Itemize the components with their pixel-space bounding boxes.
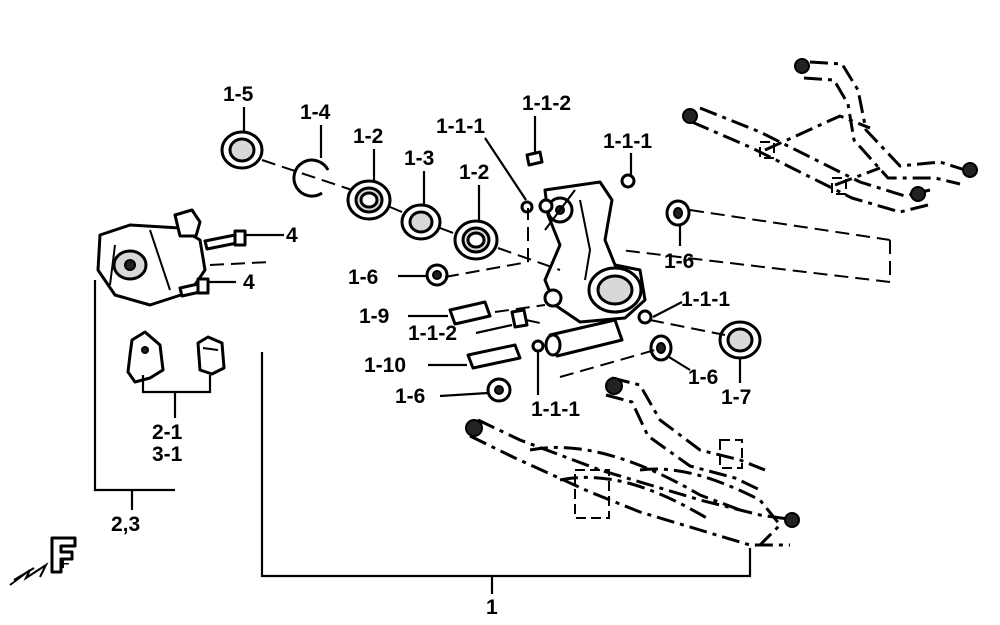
label-1-9: 1-9 <box>359 305 389 328</box>
label-1-6-a: 1-6 <box>348 266 378 289</box>
label-4-a: 4 <box>286 224 298 247</box>
part-labels: 1-5 1-4 1-2 1-3 1-2 1-1-1 1-1-2 1-1-1 4 … <box>61 83 751 619</box>
washer-b <box>538 198 554 214</box>
pin-1-10 <box>466 343 522 370</box>
label-1-10: 1-10 <box>364 354 406 377</box>
label-1-1-1-c: 1-1-1 <box>681 288 730 311</box>
label-1-5: 1-5 <box>223 83 254 106</box>
grease-nipple-top <box>525 150 544 167</box>
label-1-6-b: 1-6 <box>664 250 694 273</box>
label-2-3: 2,3 <box>111 513 140 536</box>
label-2-1: 2-1 <box>152 421 183 444</box>
washer-d <box>637 309 653 325</box>
bearing-1-2b <box>453 219 499 261</box>
label-1-6-d: 1-6 <box>688 366 718 389</box>
collar-1-6-right-top <box>665 199 691 227</box>
label-1-1-2-b: 1-1-2 <box>408 322 457 345</box>
leader-lines <box>93 107 752 594</box>
spacer-1-3 <box>400 203 442 241</box>
circlip-1-4 <box>292 158 330 198</box>
washer-c <box>620 173 636 189</box>
knuckle <box>543 180 647 324</box>
label-3-1: 3-1 <box>152 443 183 466</box>
label-1-7: 1-7 <box>721 386 751 409</box>
bolt-lower <box>178 277 210 298</box>
pin-1-9 <box>448 300 492 326</box>
label-1-2-a: 1-2 <box>353 125 383 148</box>
front-marker-letter: F <box>61 555 70 571</box>
sleeve <box>544 318 624 358</box>
label-1-1-1-b: 1-1-1 <box>603 130 652 153</box>
label-1-4: 1-4 <box>300 101 331 124</box>
collar-1-6-right-bottom <box>649 334 673 362</box>
label-4-b: 4 <box>243 271 255 294</box>
collar-1-6-bottom <box>486 377 512 403</box>
brake-pads <box>126 330 226 384</box>
lower-arm-frame <box>465 376 800 547</box>
seal-1-5 <box>220 130 264 170</box>
label-1-1-1-d: 1-1-1 <box>531 398 580 421</box>
label-1-1-1-a: 1-1-1 <box>436 115 485 138</box>
seal-1-7 <box>718 320 762 360</box>
label-1-1-2-a: 1-1-2 <box>522 92 571 115</box>
label-1-6-c: 1-6 <box>395 385 425 408</box>
label-1-2-b: 1-2 <box>459 161 489 184</box>
bolt-upper <box>203 229 247 251</box>
washer-e <box>531 339 545 353</box>
grease-nipple-bottom <box>510 308 529 329</box>
bearing-1-2a <box>346 179 392 221</box>
front-direction-icon <box>9 536 77 586</box>
label-1: 1 <box>486 596 498 619</box>
label-1-3: 1-3 <box>404 147 434 170</box>
upper-arm-frame <box>682 58 978 214</box>
collar-1-6-left <box>425 263 449 287</box>
alignment-lines <box>209 159 891 378</box>
